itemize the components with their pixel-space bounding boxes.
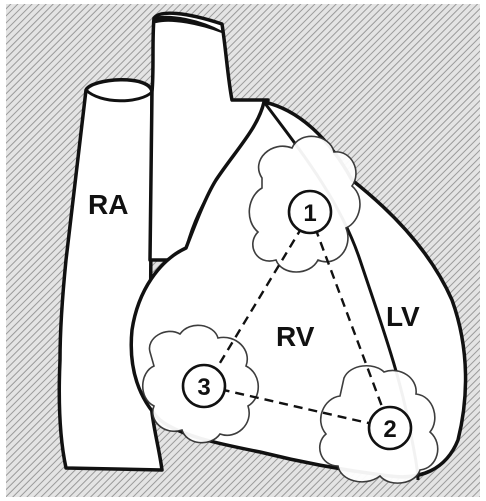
label-left-ventricle: LV: [386, 301, 420, 332]
site-marker-3: 3: [183, 365, 225, 407]
site-3-number: 3: [197, 374, 210, 401]
label-right-atrium: RA: [88, 189, 128, 220]
site-1-number: 1: [303, 200, 316, 227]
site-marker-1: 1: [289, 191, 331, 233]
site-marker-2: 2: [369, 407, 411, 449]
site-2-number: 2: [383, 416, 396, 443]
label-right-ventricle: RV: [276, 321, 315, 352]
